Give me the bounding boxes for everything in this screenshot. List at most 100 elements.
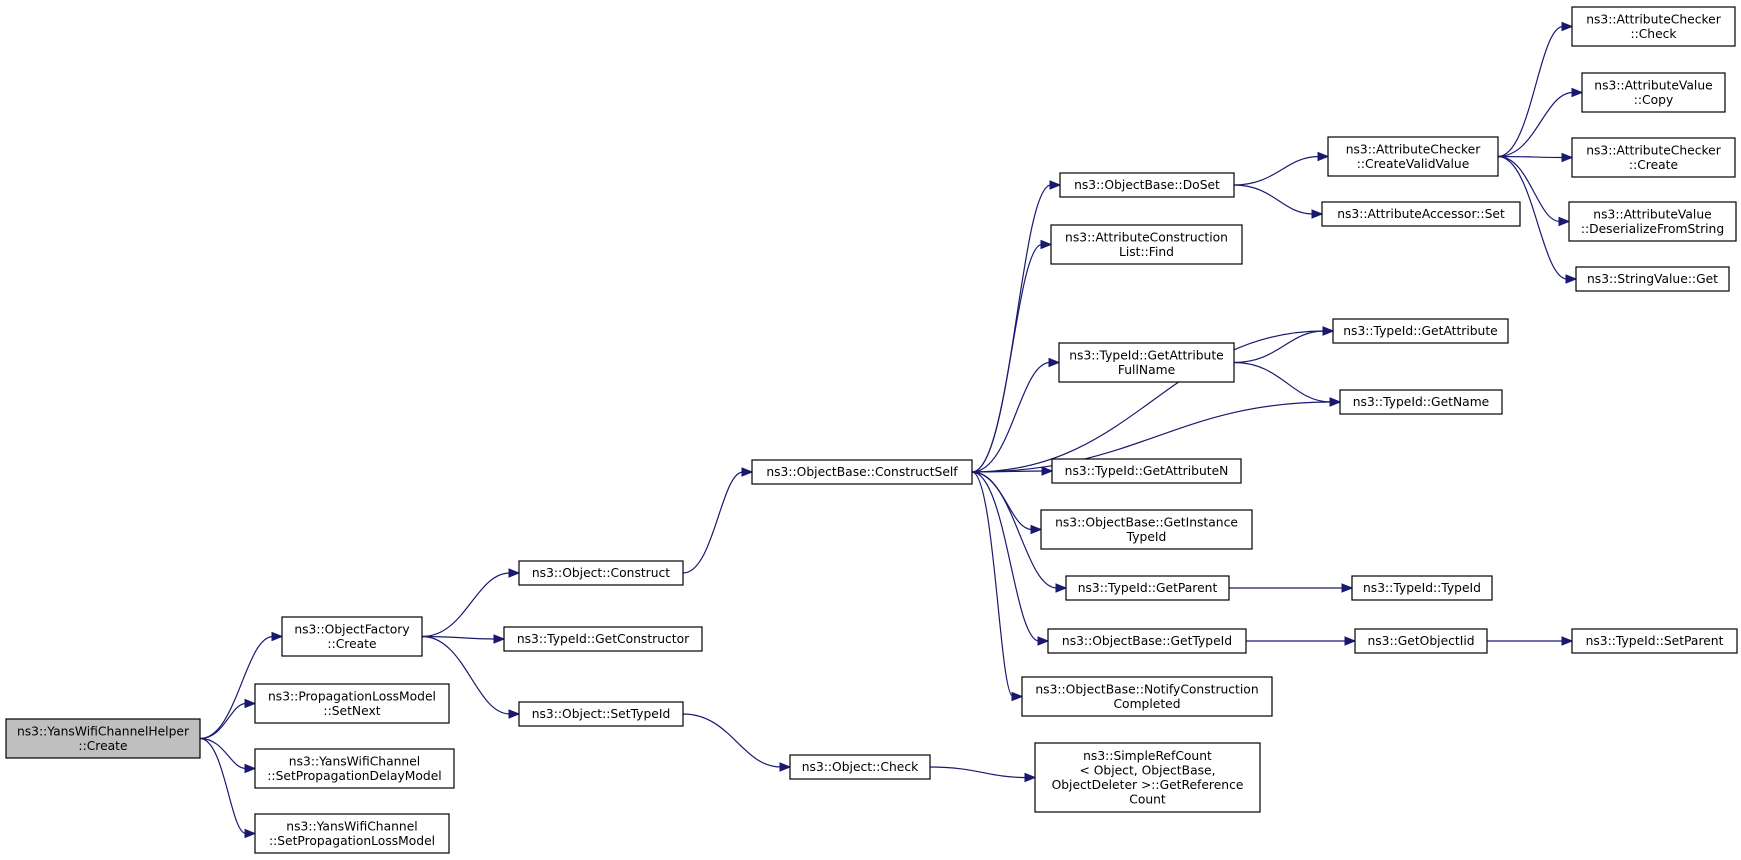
node-box [503,626,703,652]
node-label-line: FullName [1118,363,1175,377]
edge-of-to-oc [421,568,521,638]
node-label-line: ::Check [1630,27,1677,41]
edge-arrowhead [244,828,257,839]
node-gc[interactable]: ns3::TypeId::GetConstructor [503,626,703,652]
node-box [1575,266,1730,292]
node-label-line: ns3::TypeId::SetParent [1586,634,1724,648]
node-gp[interactable]: ns3::TypeId::GetParent [1065,575,1230,601]
node-box [5,718,201,759]
node-ga[interactable]: ns3::TypeId::GetAttribute [1332,318,1509,344]
edge-gti-to-goi [1246,636,1357,646]
edge-cs-to-gafn [971,357,1061,473]
edge-arrowhead [493,634,506,644]
node-tid[interactable]: ns3::TypeId::TypeId [1351,575,1493,601]
node-gan[interactable]: ns3::TypeId::GetAttributeN [1051,458,1242,484]
edge-arrowhead [1048,357,1061,368]
node-svg[interactable]: ns3::StringValue::Get [1575,266,1730,292]
node-box [1050,224,1243,265]
edge-arrowhead [1561,21,1574,32]
node-label-line: ns3::ObjectBase::GetInstance [1055,515,1238,529]
edge-of-to-gc [421,634,506,644]
node-label-line: ns3::Object::Check [802,760,919,774]
node-box [1571,6,1736,47]
node-label-line: ns3::TypeId::GetConstructor [517,632,690,646]
node-box [518,560,684,586]
node-label-line: ns3::ObjectBase::NotifyConstruction [1035,682,1258,696]
node-label-line: ns3::Object::SetTypeId [532,707,671,721]
node-gti[interactable]: ns3::ObjectBase::GetTypeId [1047,628,1247,654]
node-gn[interactable]: ns3::TypeId::GetName [1339,389,1503,415]
edge-arrowhead [1558,216,1571,227]
edge-arrowhead [1049,180,1062,190]
node-label-line: ObjectDeleter >::GetReference [1052,778,1244,792]
edge-root-to-spdm [199,737,257,774]
edge-arrowhead [1571,87,1584,98]
node-label-line: ns3::SimpleRefCount [1083,749,1212,763]
node-box [751,459,973,485]
node-acc[interactable]: ns3::AttributeChecker::Create [1571,137,1736,178]
node-box [1321,201,1521,227]
node-label-line: ns3::ObjectFactory [294,622,409,636]
edge-root-to-pl [199,698,257,740]
node-label-line: List::Find [1119,245,1174,259]
node-box [1021,676,1273,717]
edge-ccv-to-svg [1497,155,1578,284]
node-chk[interactable]: ns3::Object::Check [789,754,931,780]
node-label-line: ns3::YansWifiChannel [286,819,417,833]
node-goi[interactable]: ns3::GetObjectIid [1354,628,1488,654]
node-label-line: ns3::Object::Construct [532,566,670,580]
node-box [1351,575,1493,601]
node-src[interactable]: ns3::SimpleRefCount< Object, ObjectBase,… [1034,742,1261,813]
node-spdm[interactable]: ns3::YansWifiChannel::SetPropagationDela… [254,748,455,789]
edge-arrowhead [1344,636,1357,646]
node-label-line: ::SetPropagationLossModel [269,834,435,848]
node-box [1040,509,1253,550]
node-sp[interactable]: ns3::TypeId::SetParent [1571,628,1738,654]
node-avc[interactable]: ns3::AttributeValue::Copy [1581,72,1726,113]
node-label-line: ns3::AttributeValue [1594,78,1712,92]
edge-arrowhead [1030,524,1043,535]
node-label-line: ::CreateValidValue [1357,157,1470,171]
edge-arrowhead [1311,209,1324,219]
node-box [1051,458,1242,484]
node-label-line: ns3::TypeId::GetName [1353,395,1489,409]
node-of[interactable]: ns3::ObjectFactory::Create [281,616,423,657]
edge-gafn-to-gn [1233,361,1342,407]
node-label-line: ns3::AttributeAccessor::Set [1337,207,1505,221]
node-box [1571,628,1738,654]
node-avd[interactable]: ns3::AttributeValue::DeserializeFromStri… [1568,201,1737,242]
node-root[interactable]: ns3::YansWifiChannelHelper::Create [5,718,201,759]
node-box [281,616,423,657]
edge-cs-to-git [971,471,1043,535]
node-ccv[interactable]: ns3::AttributeChecker::CreateValidValue [1327,136,1499,177]
call-nodes: ns3::YansWifiChannelHelper::Createns3::O… [5,6,1738,854]
node-box [1034,742,1261,813]
node-oc[interactable]: ns3::Object::Construct [518,560,684,586]
node-splm[interactable]: ns3::YansWifiChannel::SetPropagationLoss… [254,813,450,854]
node-nc[interactable]: ns3::ObjectBase::NotifyConstructionCompl… [1021,676,1273,717]
edge-arrowhead [741,467,754,477]
edge-gp-to-tid [1228,583,1354,593]
node-box [254,683,450,724]
edge-arrowhead [1055,583,1068,593]
node-label-line: TypeId [1126,530,1167,544]
node-box [789,754,931,780]
node-label-line: ns3::AttributeChecker [1586,143,1722,157]
node-ds[interactable]: ns3::ObjectBase::DoSet [1059,172,1235,198]
node-aas[interactable]: ns3::AttributeAccessor::Set [1321,201,1521,227]
node-label-line: ::Create [1629,158,1678,172]
node-cs[interactable]: ns3::ObjectBase::ConstructSelf [751,459,973,485]
node-st[interactable]: ns3::Object::SetTypeId [518,701,684,727]
node-achk[interactable]: ns3::AttributeChecker::Check [1571,6,1736,47]
edge-goi-to-sp [1487,636,1574,646]
edge-arrowhead [1329,397,1342,407]
edge-arrowhead [271,631,284,642]
node-pl[interactable]: ns3::PropagationLossModel::SetNext [254,683,450,724]
edge-oc-to-cs [682,467,754,574]
edge-chk-to-src [929,766,1037,783]
node-label-line: ns3::StringValue::Get [1587,272,1718,286]
